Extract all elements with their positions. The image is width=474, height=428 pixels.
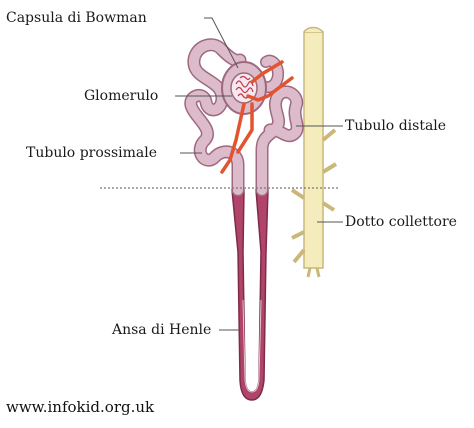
label-proximal-tubule: Tubulo prossimale: [26, 145, 157, 161]
loop-of-henle: [230, 188, 268, 400]
label-collecting-duct: Dotto collettore: [345, 214, 457, 230]
collecting-duct: [292, 28, 336, 278]
label-bowman-capsule: Capsula di Bowman: [6, 10, 147, 26]
source-url: www.infokid.org.uk: [6, 398, 154, 416]
label-glomerulus: Glomerulo: [84, 88, 158, 104]
label-distal-tubule: Tubulo distale: [345, 118, 446, 134]
label-loop-of-henle: Ansa di Henle: [112, 322, 211, 338]
